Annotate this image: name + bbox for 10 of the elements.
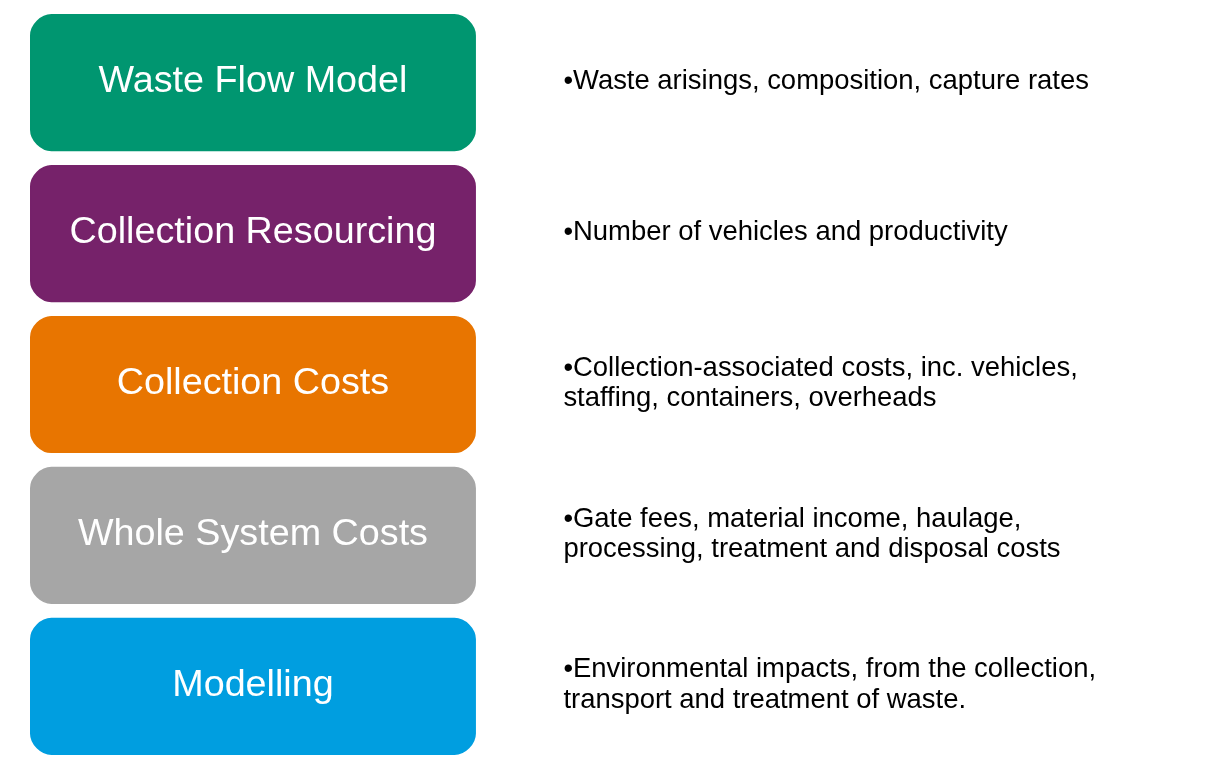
node-label: •Environmental impacts, from the collection, transport and treatment of waste.	[562, 652, 1096, 715]
node-label: •Collection-associated costs, inc. vehicles, staffing, containers, overheads	[562, 350, 1078, 413]
node-label: •Number of vehicles and productivity	[562, 215, 1008, 247]
node-label: •Waste arisings, composition, capture rates	[562, 64, 1089, 96]
node-box: Modelling	[29, 617, 476, 755]
node-box: Whole System Costs	[29, 466, 476, 605]
node-label: •Gate fees, material income, haulage, processing, treatment and disposal costs	[562, 501, 1061, 564]
node-box: Collection Costs	[29, 315, 476, 454]
node-box: Waste Flow Model	[29, 14, 476, 152]
node-box: Collection Resourcing	[29, 164, 476, 303]
